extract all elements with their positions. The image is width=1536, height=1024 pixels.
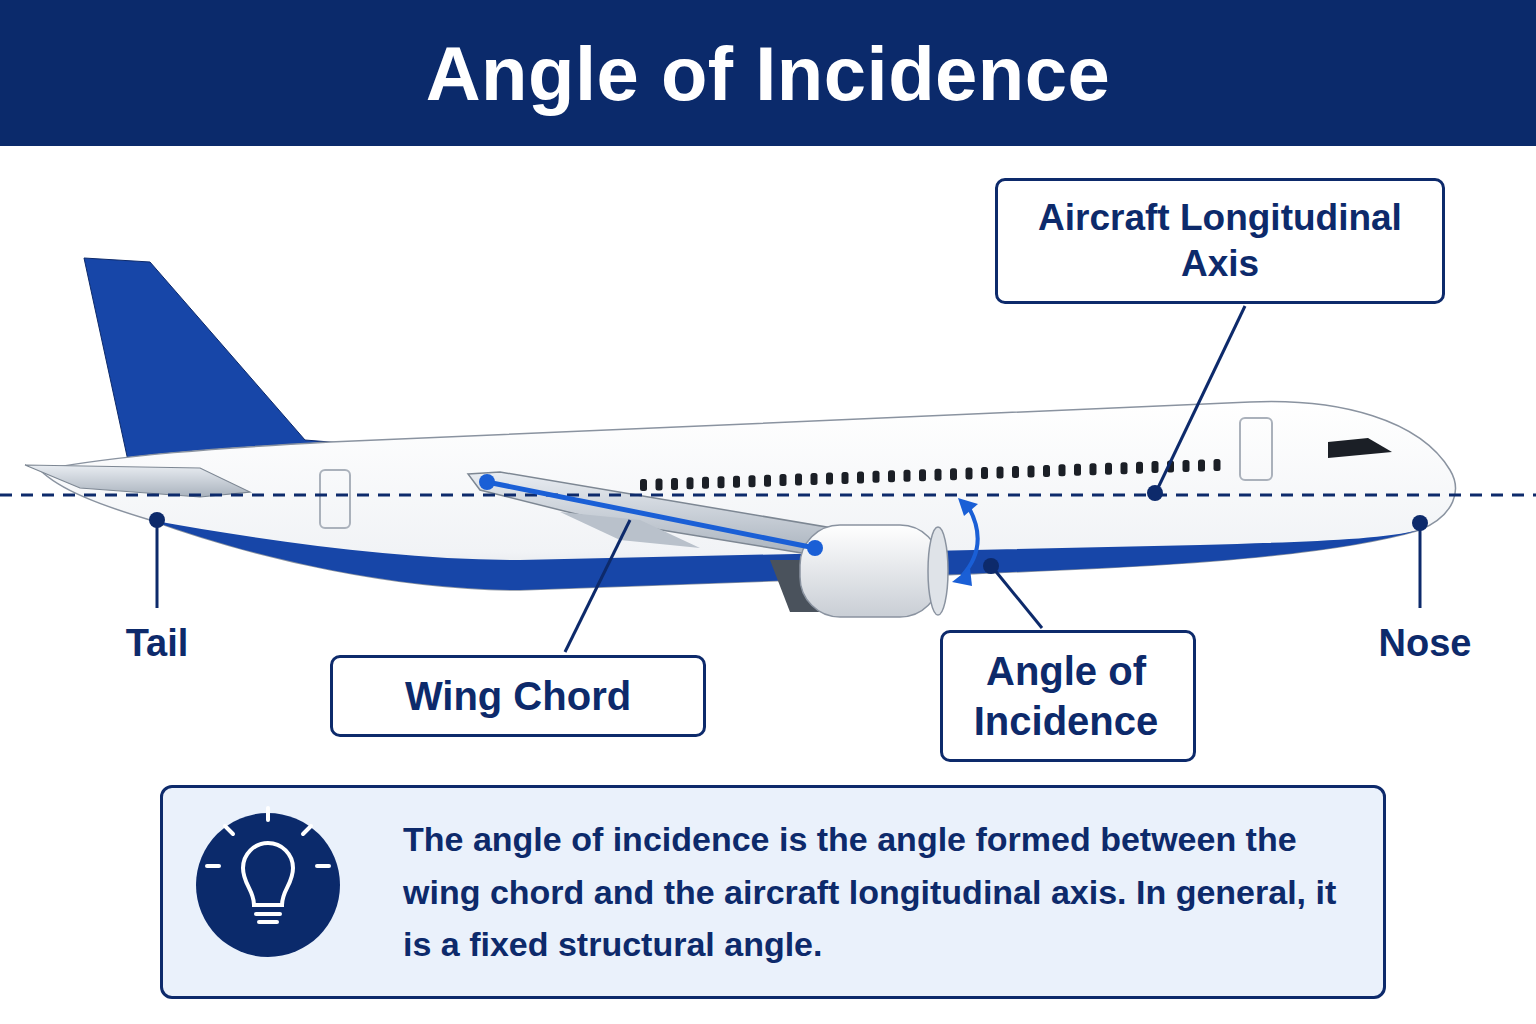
cabin-window [981,467,988,479]
cabin-window [919,469,926,481]
text-column: Angle of Incidence [955,646,1177,746]
cabin-window [950,468,957,480]
vertical-tail [84,258,355,470]
cabin-window [1059,464,1066,476]
leader-line [1157,306,1245,490]
wing [468,472,880,556]
box-text: Wing Chord [405,671,631,721]
front-door [1240,418,1272,480]
arc-arrowhead [958,498,978,516]
part-label: Tail [126,622,189,665]
cabin-window [1012,466,1019,478]
note-box: The angle of incidence is the angle form… [160,785,1386,999]
cockpit-window [1328,438,1392,458]
cabin-window [749,475,756,487]
cabin-window [702,477,709,489]
callout-box: Aircraft Longitudinal Axis [995,178,1445,304]
cabin-window [842,472,849,484]
wing-chord-line [487,482,815,548]
leader-dot [1147,485,1163,501]
leader-line [565,520,630,652]
angle-arc [962,506,978,576]
leader-line [993,568,1042,628]
arc-arrowhead [952,568,972,586]
cabin-window [1090,463,1097,475]
chord-point [807,540,823,556]
text-column: Wing Chord [405,671,631,721]
cabin-window [966,468,973,480]
longitudinal-axis-line [0,494,1536,497]
cabin-window [1152,461,1159,473]
rear-door [320,470,350,528]
cabin-window [1043,465,1050,477]
cabin-window [857,471,864,483]
cabin-window [733,476,740,488]
box-text: Aircraft Longitudinal Axis [1014,195,1426,288]
cabin-window [1183,460,1190,472]
cabin-window [764,475,771,487]
cabin-window [1136,462,1143,474]
leader-line [156,522,159,608]
leader-dot [1412,515,1428,531]
engine-nacelle [800,525,940,617]
box-text: Angle of Incidence [955,646,1177,746]
cabin-window [1028,465,1035,477]
cabin-window [1214,459,1221,471]
cabin-window [687,477,694,489]
page-title: Angle of Incidence [0,0,1536,146]
text-column: The angle of incidence is the angle form… [403,813,1367,971]
cabin-window [1121,462,1128,474]
cabin-window [640,479,647,491]
leader-dot [983,558,999,574]
cabin-window [1198,459,1205,471]
callout-box: Angle of Incidence [940,630,1196,762]
chord-point [479,474,495,490]
leader-dot [149,512,165,528]
part-label: Nose [1379,622,1472,665]
cabin-window [780,474,787,486]
cabin-window [997,467,1004,479]
engine-intake [928,527,948,615]
callout-box: Wing Chord [330,655,706,737]
leader-line [1419,525,1422,608]
cabin-windows [640,459,1221,491]
box-text: The angle of incidence is the angle form… [403,813,1367,971]
cabin-window [935,469,942,481]
cabin-window [718,476,725,488]
cabin-window [811,473,818,485]
cabin-window [795,474,802,486]
cabin-window [671,478,678,490]
horizontal-stabilizer [25,465,250,497]
cabin-window [1074,464,1081,476]
cabin-window [656,478,663,490]
cabin-window [904,470,911,482]
flap [560,512,700,548]
cabin-window [826,472,833,484]
cabin-window [1105,463,1112,475]
cabin-window [888,470,895,482]
text-column: Aircraft Longitudinal Axis [1014,195,1426,288]
cabin-window [873,471,880,483]
